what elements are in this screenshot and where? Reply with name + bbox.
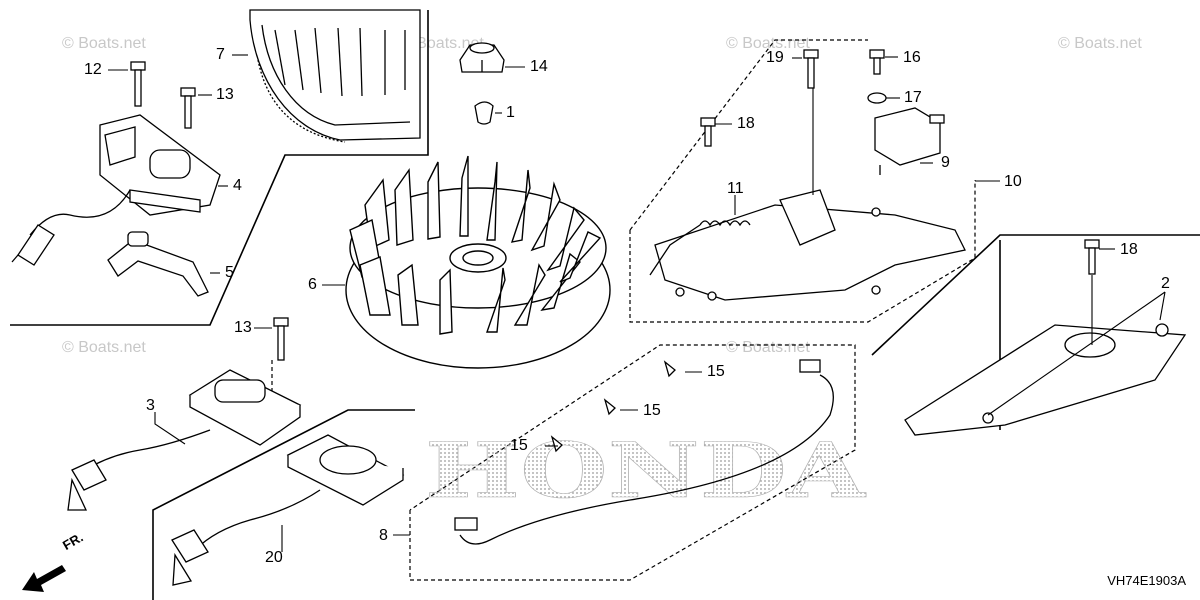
part-20-coil xyxy=(171,434,405,586)
watermark: © Boats.net xyxy=(1058,35,1142,52)
watermark: © Boats.net xyxy=(726,339,810,356)
part-8-harness xyxy=(454,359,834,545)
callout-9[interactable]: 9 xyxy=(941,154,950,171)
callout-10[interactable]: 10 xyxy=(1004,173,1022,190)
callout-7[interactable]: 7 xyxy=(216,46,225,63)
callout-8[interactable]: 8 xyxy=(379,527,388,544)
part-11-spring xyxy=(649,220,751,276)
watermark: © Boats.net xyxy=(62,35,146,52)
callout-18[interactable]: 18 xyxy=(1120,241,1138,258)
callout-4[interactable]: 4 xyxy=(233,177,242,194)
part-1-key xyxy=(474,101,494,125)
honda-logo: HONDA xyxy=(425,426,866,515)
callout-6[interactable]: 6 xyxy=(308,276,317,293)
callout-15[interactable]: 15 xyxy=(510,437,528,454)
callout-15[interactable]: 15 xyxy=(643,402,661,419)
callout-5[interactable]: 5 xyxy=(225,264,234,281)
part-3-coil xyxy=(67,369,302,511)
bolts-top-right xyxy=(700,49,1100,275)
bolt-13-mid xyxy=(273,317,289,361)
part-14-nut xyxy=(459,42,505,73)
part-10-bracket xyxy=(654,189,966,301)
part-9-switch xyxy=(874,107,945,175)
callout-17[interactable]: 17 xyxy=(904,89,922,106)
dashed-frames xyxy=(271,39,976,581)
callout-14[interactable]: 14 xyxy=(530,58,548,75)
callout-13[interactable]: 13 xyxy=(234,319,252,336)
callout-15[interactable]: 15 xyxy=(707,363,725,380)
front-direction-arrow xyxy=(22,565,66,592)
part-6-flywheel xyxy=(345,155,611,369)
callout-19[interactable]: 19 xyxy=(766,49,784,66)
part-2-plate xyxy=(904,323,1187,436)
callout-1[interactable]: 1 xyxy=(506,104,515,121)
callout-2[interactable]: 2 xyxy=(1161,275,1170,292)
section-frames xyxy=(10,10,429,600)
callout-16[interactable]: 16 xyxy=(903,49,921,66)
callout-12[interactable]: 12 xyxy=(84,61,102,78)
part-4-coil xyxy=(11,114,221,266)
callout-3[interactable]: 3 xyxy=(146,397,155,414)
watermark: © Boats.net xyxy=(400,35,484,52)
leader-lines xyxy=(108,54,1166,552)
bolts-top-left xyxy=(130,61,196,129)
callout-13[interactable]: 13 xyxy=(216,86,234,103)
callout-20[interactable]: 20 xyxy=(265,549,283,566)
drawing-code: VH74E1903A xyxy=(1107,573,1186,588)
callout-11[interactable]: 11 xyxy=(727,180,744,197)
callout-18[interactable]: 18 xyxy=(737,115,755,132)
watermark: © Boats.net xyxy=(62,339,146,356)
part-5-clip xyxy=(107,231,209,297)
part-7-flywheel-top xyxy=(249,9,421,143)
